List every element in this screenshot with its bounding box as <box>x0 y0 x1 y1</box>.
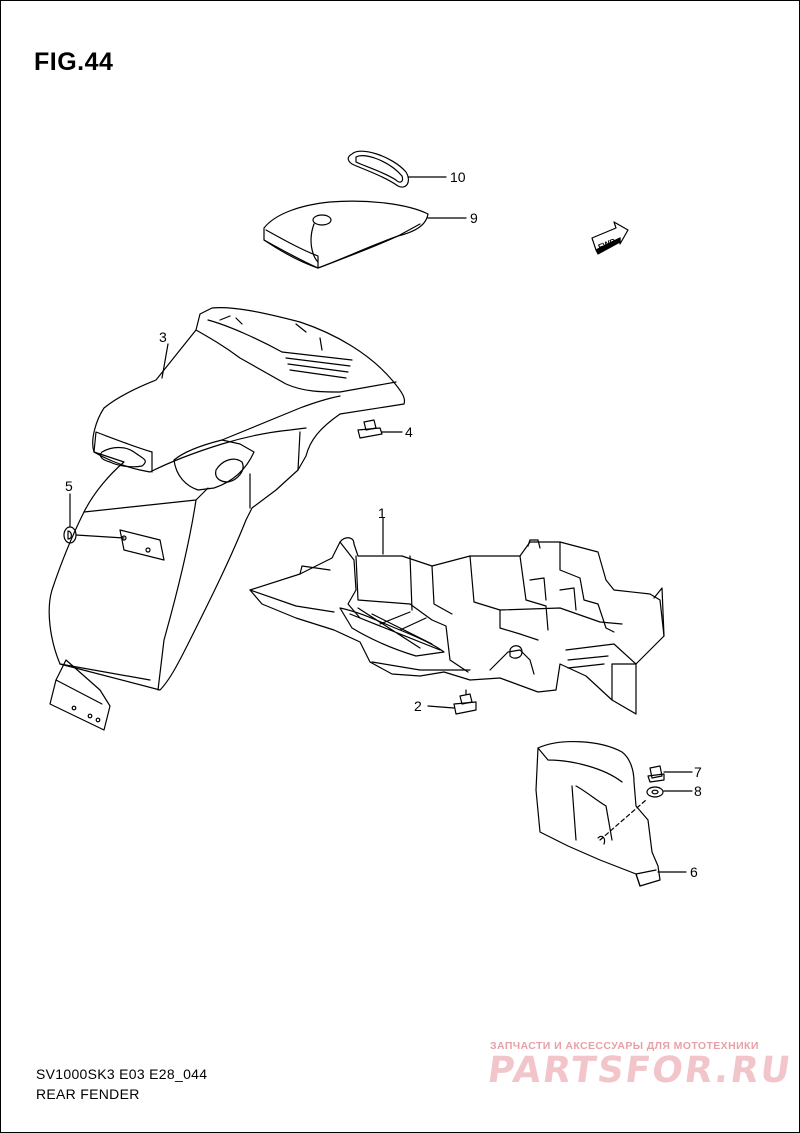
callout-7[interactable]: 7 <box>694 764 702 780</box>
callout-4[interactable]: 4 <box>405 424 413 440</box>
callout-1[interactable]: 1 <box>378 505 386 521</box>
leader-5b <box>75 534 125 539</box>
leader-2 <box>427 705 455 709</box>
model-code: SV1000SK3 E03 E28_044 <box>36 1066 208 1082</box>
part-5-clip[interactable] <box>63 526 77 544</box>
leader-3 <box>161 343 169 379</box>
part-4-bolt[interactable] <box>357 419 383 439</box>
callout-8[interactable]: 8 <box>694 783 702 799</box>
part-10-band[interactable] <box>347 150 410 188</box>
callout-10[interactable]: 10 <box>450 169 466 185</box>
part-9-pad[interactable] <box>263 200 429 269</box>
fwd-arrow-icon: FWD <box>591 221 629 255</box>
callout-6[interactable]: 6 <box>690 864 698 880</box>
part-8-washer[interactable] <box>646 786 664 798</box>
callout-2[interactable]: 2 <box>414 698 422 714</box>
part-6-cover[interactable] <box>535 741 661 887</box>
watermark-logo: PARTSFOR.RU <box>485 1050 795 1091</box>
part-2-bolt[interactable] <box>453 689 477 715</box>
callout-3[interactable]: 3 <box>159 329 167 345</box>
figure-title: FIG.44 <box>34 48 114 76</box>
part-3-rear-fender[interactable] <box>48 307 406 731</box>
callout-5[interactable]: 5 <box>65 478 73 494</box>
part-7-screw[interactable] <box>647 765 665 783</box>
callout-9[interactable]: 9 <box>470 210 478 226</box>
group-name: REAR FENDER <box>36 1086 140 1102</box>
watermark-tagline: ЗАПЧАСТИ И АКСЕССУАРЫ ДЛЯ МОТОТЕХНИКИ <box>490 1040 759 1052</box>
part-1-undertray[interactable] <box>249 537 665 715</box>
